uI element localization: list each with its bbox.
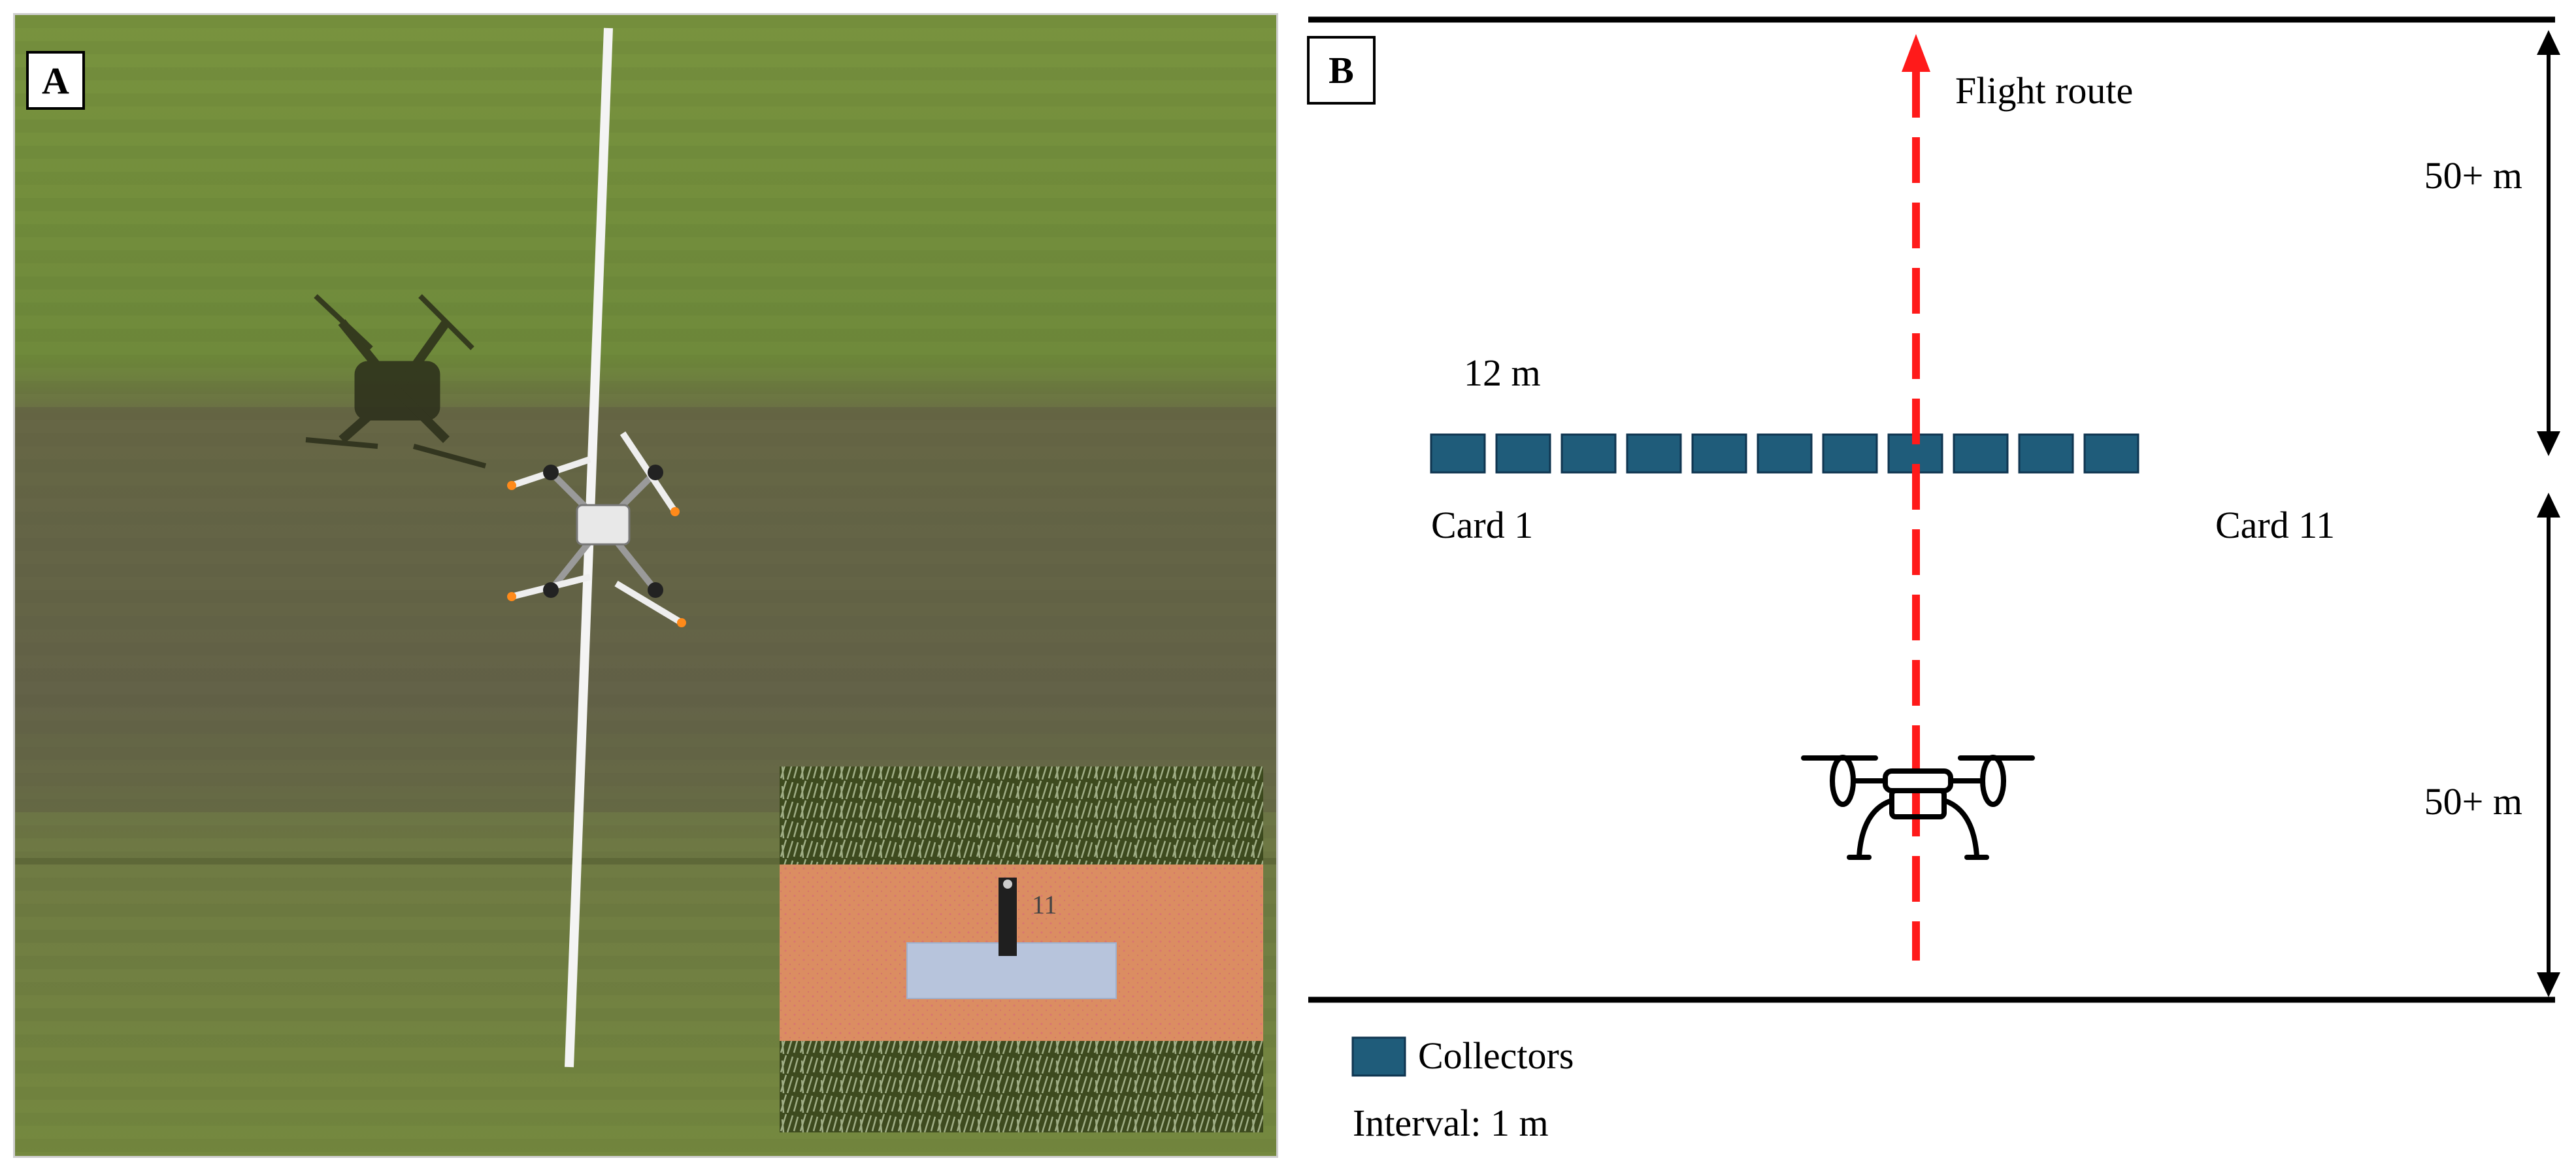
drone-shadow-icon	[305, 294, 487, 469]
flight-route-label: Flight route	[1955, 69, 2133, 112]
schematic: 50+ m 50+ m 12 m Card 1 Card 11 Flight r…	[1308, 16, 2560, 1144]
panel-label-b: B	[1307, 36, 1376, 105]
legend: Collectors Interval: 1 m	[1351, 1034, 1574, 1144]
distance-label-bottom: 50+ m	[2424, 780, 2522, 823]
panel-label-a: A	[26, 51, 85, 110]
aerial-photo: 11	[15, 15, 1276, 1156]
collector-card	[1691, 433, 1747, 474]
legend-collector-swatch	[1351, 1036, 1406, 1077]
collector-card	[2083, 433, 2139, 474]
distance-arrow-bottom	[2537, 493, 2560, 997]
panel-a-photo: 11 A	[13, 13, 1278, 1158]
inset-card-photo: 11	[780, 766, 1263, 1132]
collector-card	[1430, 433, 1486, 474]
collector-card	[1626, 433, 1682, 474]
collector-row	[1430, 433, 2139, 474]
drone-icon	[1801, 755, 2035, 860]
collector-card	[1953, 433, 2009, 474]
inset-card-number: 11	[1032, 890, 1057, 919]
card-clip	[999, 878, 1017, 956]
drone-icon	[507, 431, 686, 627]
collector-card	[1757, 433, 1813, 474]
collector-card	[2018, 433, 2074, 474]
legend-interval-label: Interval: 1 m	[1353, 1102, 1549, 1144]
collector-card	[1495, 433, 1551, 474]
card-first-label: Card 1	[1431, 504, 1533, 546]
line-length-label: 12 m	[1464, 352, 1541, 394]
distance-arrow-top	[2537, 30, 2560, 456]
trampled-band	[15, 407, 1276, 812]
legend-collectors-label: Collectors	[1418, 1034, 1574, 1077]
card-last-label: Card 11	[2215, 504, 2335, 546]
panel-b-diagram: B 50+ m 50+ m 12 m Card 1 Card 11	[1287, 0, 2576, 1169]
flight-route-arrow	[1902, 34, 1930, 961]
collector-card	[1822, 433, 1878, 474]
collector-card	[1560, 433, 1617, 474]
distance-label-top: 50+ m	[2424, 154, 2522, 197]
